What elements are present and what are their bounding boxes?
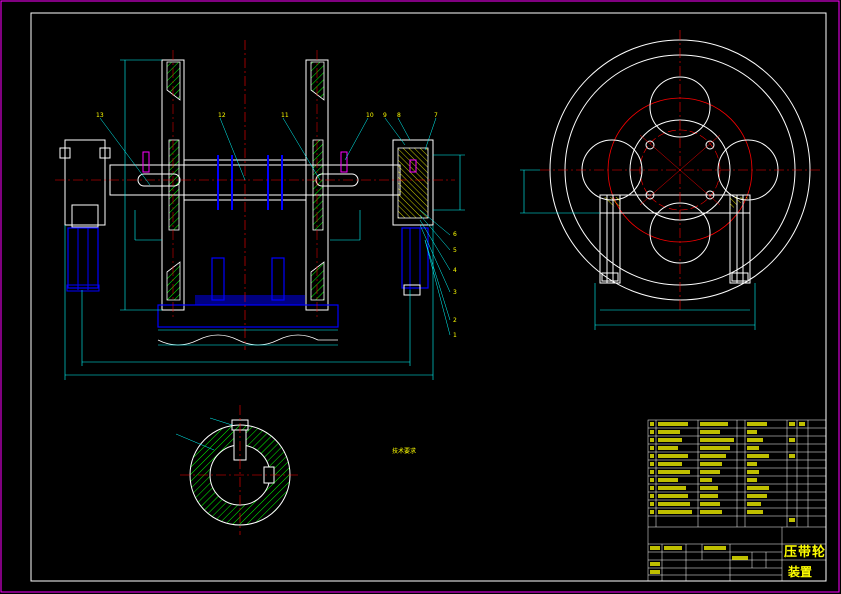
svg-text:8: 8 [397, 112, 401, 119]
drawing-subtitle: 装置 [788, 565, 813, 579]
svg-text:7: 7 [434, 112, 438, 119]
tech-requirements-heading: 技术要求 [392, 448, 417, 455]
svg-text:5: 5 [453, 247, 457, 254]
side-view [520, 30, 820, 330]
svg-text:3: 3 [453, 289, 457, 296]
bom-text-marks [650, 422, 805, 574]
svg-text:1: 1 [453, 332, 457, 339]
svg-text:2: 2 [453, 317, 457, 324]
svg-text:12: 12 [218, 112, 226, 119]
front-view: 13 12 11 10 9 8 7 6 5 4 3 2 1 [55, 40, 465, 380]
svg-text:4: 4 [453, 267, 457, 274]
inner-frame [30, 12, 827, 582]
svg-text:6: 6 [453, 231, 457, 238]
section-view [175, 405, 300, 535]
svg-text:13: 13 [96, 112, 104, 119]
drawing-title: 压带轮 [784, 545, 827, 560]
svg-text:11: 11 [281, 112, 289, 119]
svg-text:9: 9 [383, 112, 387, 119]
svg-text:10: 10 [366, 112, 374, 119]
